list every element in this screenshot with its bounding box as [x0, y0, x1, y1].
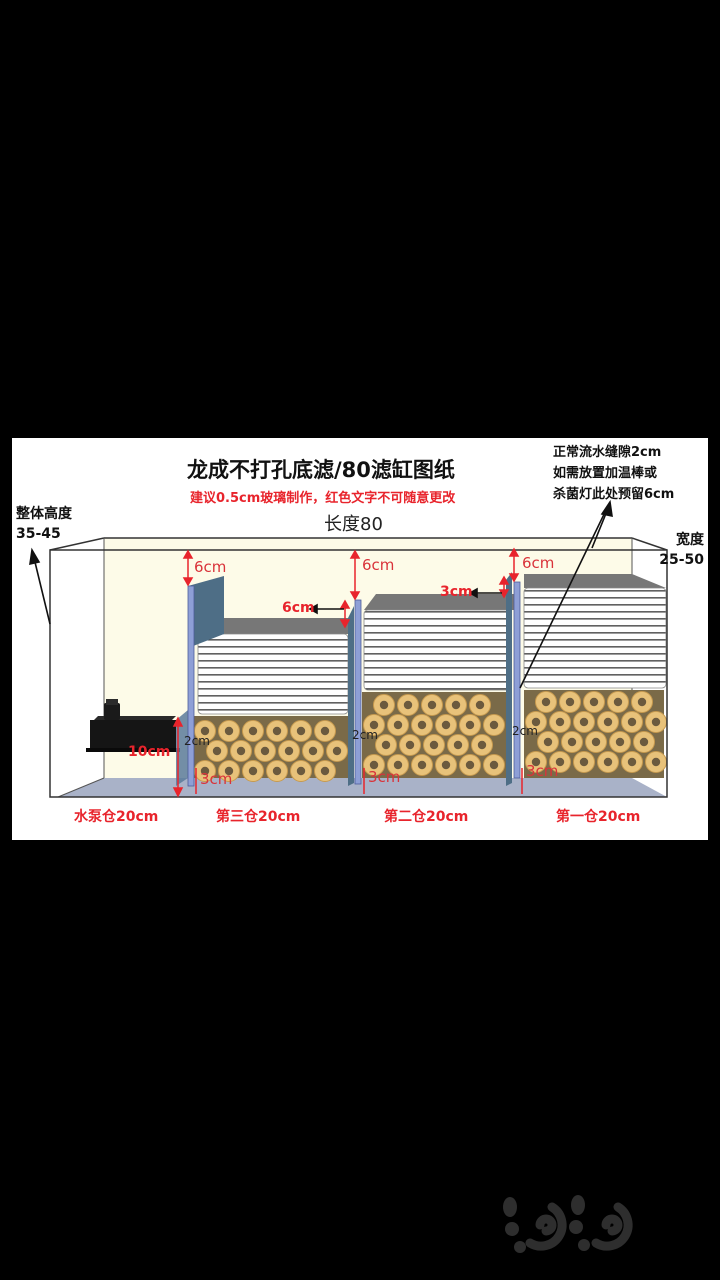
dim-side-gap-a: 6cm [282, 600, 315, 616]
width-label: 宽度 25-50 [659, 532, 704, 568]
sump-tank-illustration [29, 499, 668, 798]
dim-top-gap-2: 6cm [362, 556, 395, 574]
dim-top-gap-3: 6cm [522, 554, 555, 572]
compartment-3-media [188, 618, 352, 782]
diagram-title: 龙成不打孔底滤/80滤缸图纸 [187, 458, 455, 482]
length-label: 长度80 [324, 514, 383, 535]
filter-diagram-sheet: 龙成不打孔底滤/80滤缸图纸 建议0.5cm玻璃制作，红色文字不可随意更改 长度… [12, 438, 708, 840]
gap-note: 正常流水缝隙2cm 如需放置加温棒或 杀菌灯此处预留6cm [553, 445, 675, 502]
dim-top-gap-1: 6cm [194, 558, 227, 576]
glass-dividers [176, 572, 521, 787]
dim-bottom-gap-3: 3cm [526, 762, 559, 780]
compartment-label-second: 第二仓20cm [384, 809, 469, 825]
height-label: 整体高度 35-45 [16, 506, 72, 542]
dim-bottom-gap-1: 3cm [200, 770, 233, 788]
compartment-label-first: 第一仓20cm [556, 809, 641, 825]
compartment-label-pump: 水泵仓20cm [74, 809, 159, 825]
dim-flow-gap-2: 2cm [352, 728, 378, 742]
compartment-1-media [523, 574, 667, 778]
dim-flow-gap-3: 2cm [512, 724, 538, 738]
water-pump [86, 699, 180, 752]
compartment-2-media [362, 594, 514, 778]
dim-bottom-gap-2: 3cm [368, 768, 401, 786]
compartment-label-third: 第三仓20cm [216, 809, 301, 825]
dim-side-gap-b: 3cm [440, 584, 473, 600]
dim-flow-gap-1: 2cm [184, 734, 210, 748]
paopao-logo-icon [503, 1195, 633, 1253]
diagram-subtitle: 建议0.5cm玻璃制作，红色文字不可随意更改 [190, 491, 456, 506]
dim-pump-height: 10cm [128, 744, 171, 760]
